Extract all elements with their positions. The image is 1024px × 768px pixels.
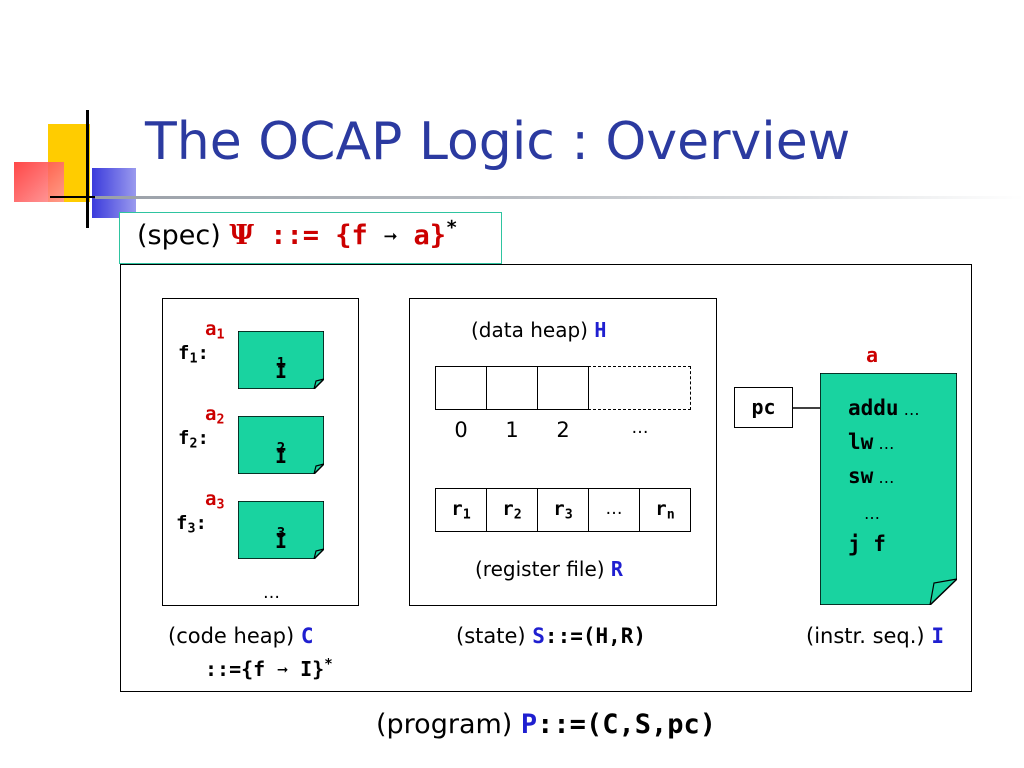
state-panel xyxy=(409,298,717,606)
arrow-icon: ➞ xyxy=(384,225,398,250)
arrow-icon: ➞ xyxy=(277,660,289,681)
machine-frame xyxy=(120,264,972,692)
code-spec-a2: a2 xyxy=(205,403,225,428)
instr-line-addu: addu … xyxy=(848,396,920,420)
spec-label: (spec) xyxy=(137,220,230,251)
title-underline xyxy=(95,196,1024,199)
decorative-logo xyxy=(0,0,160,240)
instruction-block xyxy=(820,373,957,605)
instr-line-jump: j f xyxy=(848,532,886,556)
register-r1: r1 xyxy=(436,489,487,531)
psi-symbol: Ψ xyxy=(229,220,254,251)
code-label-f3: f3: xyxy=(176,512,207,537)
code-label-f1: f1: xyxy=(178,342,209,367)
data-heap-caption: (data heap) H xyxy=(471,318,607,342)
heap-index-1: 1 xyxy=(505,418,519,442)
instr-line-sw: sw … xyxy=(848,464,895,488)
state-caption: (state) S::=(H,R) xyxy=(456,624,647,648)
program-definition: (program) P::=(C,S,pc) xyxy=(376,709,716,740)
data-heap-cells xyxy=(435,366,691,410)
heap-cell-2 xyxy=(537,366,589,410)
heap-cell-1 xyxy=(486,366,538,410)
heap-cell-more xyxy=(588,366,691,410)
heap-index-0: 0 xyxy=(454,418,468,442)
code-spec-a3: a3 xyxy=(205,488,225,513)
register-r2: r2 xyxy=(487,489,538,531)
instr-spec-label: a xyxy=(866,343,879,367)
spec-def: ::= {f xyxy=(253,220,385,251)
spec-definition: (spec) Ψ ::= {f ➞ a}* xyxy=(119,212,502,264)
code-heap-ellipsis: … xyxy=(263,583,280,603)
spec-star: * xyxy=(446,216,458,239)
code-heap-definition: ::={f ➞ I}* xyxy=(205,656,333,681)
register-rn: rn xyxy=(655,498,675,523)
heap-index-more: … xyxy=(631,418,649,438)
heap-index-2: 2 xyxy=(556,418,570,442)
register-file-caption: (register file) R xyxy=(475,557,623,581)
heap-cell-0 xyxy=(435,366,487,410)
spec-def-end: a} xyxy=(397,220,447,251)
instr-line-ellipsis: … xyxy=(864,504,880,523)
register-ellipsis: … xyxy=(589,489,640,531)
code-spec-a1: a1 xyxy=(205,318,225,343)
code-heap-caption: (code heap) C xyxy=(168,624,314,648)
instr-line-lw: lw … xyxy=(848,430,895,454)
register-file: r1 r2 r3 … rn xyxy=(435,488,691,532)
register-r3: r3 xyxy=(538,489,589,531)
slide-title: The OCAP Logic : Overview xyxy=(145,112,851,172)
code-label-f2: f2: xyxy=(178,427,209,452)
instr-seq-caption: (instr. seq.) I xyxy=(806,624,944,648)
pc-box: pc xyxy=(734,387,793,428)
